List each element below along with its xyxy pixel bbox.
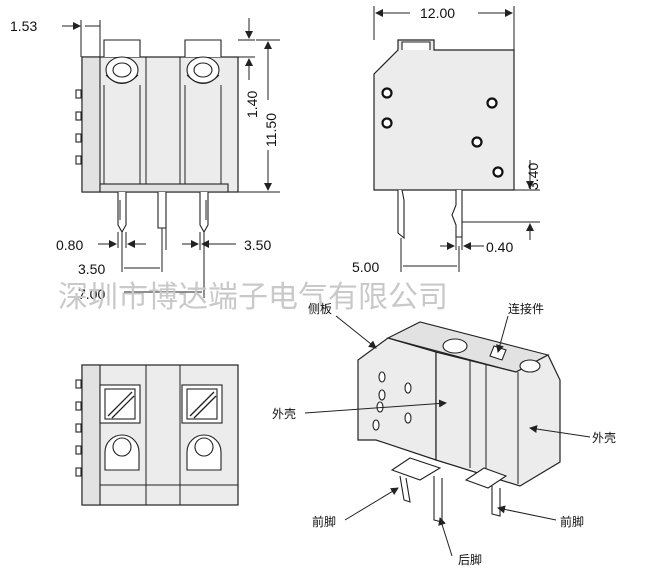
watermark-text: 深圳市博达端子电气有限公司	[58, 280, 448, 315]
label-housing-right: 外壳	[592, 431, 616, 445]
dim-pin-offset: 1.53	[10, 18, 37, 34]
top-view	[75, 364, 239, 506]
dim-pin-spacing-left: 3.50	[78, 261, 105, 277]
dim-overall-width: 12.00	[420, 5, 455, 21]
dim-pitch: 7.00	[78, 286, 105, 302]
dim-pin-thickness: 0.40	[486, 239, 513, 255]
label-front-pin-left: 前脚	[312, 514, 336, 529]
dim-pin-spacing-right: 3.50	[244, 237, 271, 253]
side-view: 12.00 3.40 0.40 5.00	[352, 5, 541, 275]
label-connector: 连接件	[508, 301, 544, 316]
dim-rear-pin-offset: 5.00	[352, 259, 379, 275]
label-front-pin-right: 前脚	[560, 514, 584, 529]
label-housing-left: 外壳	[272, 407, 296, 421]
dim-overall-height: 11.50	[263, 113, 279, 147]
dim-spring-height: 1.40	[244, 91, 260, 118]
label-rear-pin: 后脚	[458, 552, 482, 567]
dim-pin-width: 0.80	[56, 237, 83, 253]
front-view: 1.53 1.40 11.50 0.80 3.50 3.50 7.00	[10, 18, 280, 302]
label-side-plate: 侧板	[308, 302, 332, 316]
isometric-view: 侧板 连接件 外壳 外壳 前脚 前脚 后脚	[272, 301, 616, 567]
dim-pin-height: 3.40	[525, 163, 541, 190]
